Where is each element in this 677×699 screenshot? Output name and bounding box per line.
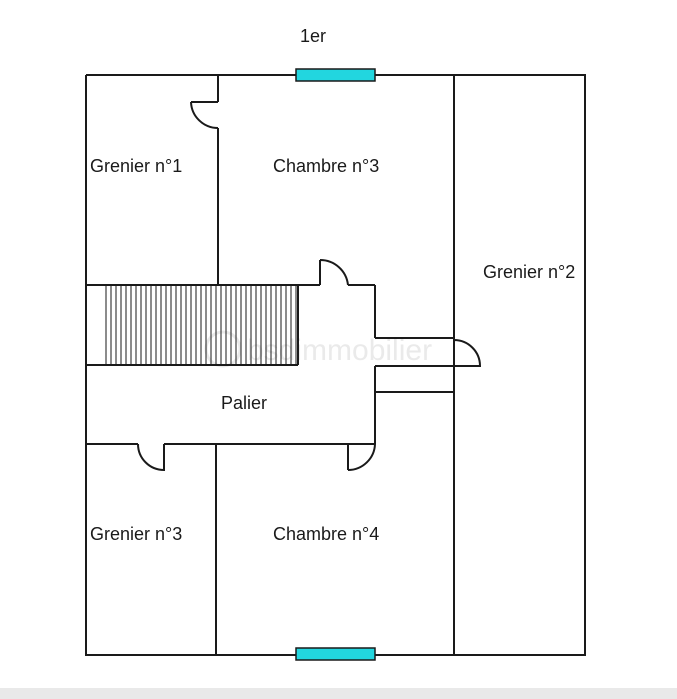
watermark-text: bsdimmobilier xyxy=(247,334,432,367)
bottom-band xyxy=(0,688,677,699)
room-label-grenier-1: Grenier n°1 xyxy=(90,156,182,176)
window-bottom xyxy=(295,647,376,661)
room-label-palier: Palier xyxy=(221,393,267,413)
door-grenier-3 xyxy=(137,443,165,472)
floor-label: 1er xyxy=(300,26,326,46)
room-label-grenier-3: Grenier n°3 xyxy=(90,524,182,544)
door-chambre-3 xyxy=(319,258,349,286)
door-chambre-4 xyxy=(347,443,376,471)
staircase xyxy=(86,285,299,366)
outer-walls xyxy=(85,74,586,656)
interior-walls xyxy=(86,75,455,655)
watermark: bsdimmobilier xyxy=(204,330,432,368)
room-label-grenier-2: Grenier n°2 xyxy=(483,262,575,282)
window-top xyxy=(295,68,376,82)
room-label-chambre-4: Chambre n°4 xyxy=(273,524,379,544)
door-grenier-1 xyxy=(190,101,219,129)
door-grenier-2 xyxy=(453,339,482,367)
doors xyxy=(137,101,482,472)
room-label-chambre-3: Chambre n°3 xyxy=(273,156,379,176)
